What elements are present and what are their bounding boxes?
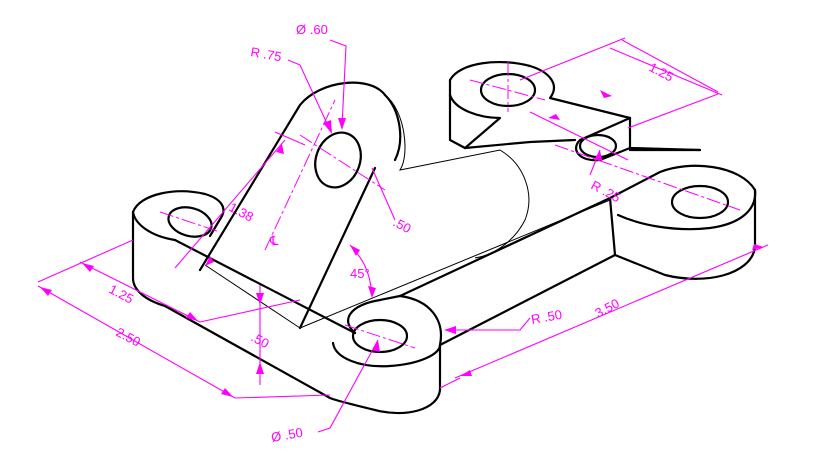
base-front-lobe — [328, 294, 443, 415]
leader-r50 — [450, 317, 531, 331]
hole-right — [670, 184, 730, 220]
dim-dia-50: Ø .50 — [270, 425, 304, 445]
dim-50-vert: .50 — [391, 214, 414, 236]
dim-r-50: R .50 — [530, 307, 563, 327]
leader-dia50 — [317, 339, 379, 433]
arrow-r25 — [594, 150, 602, 160]
support-top-arc — [383, 93, 402, 162]
arrow-r75 — [323, 120, 332, 134]
dim-50-base: .50 — [249, 329, 272, 351]
base-left-top-edge — [131, 210, 177, 242]
dim-dia-60: Ø .60 — [296, 22, 328, 37]
arrow-dia60 — [338, 118, 346, 130]
ext-left-a — [37, 239, 134, 283]
dimline-350 — [454, 244, 769, 379]
arrow-138-top — [276, 144, 284, 154]
base-front-bottom-edge — [163, 304, 332, 400]
base-right-bottom-edge — [438, 253, 617, 347]
base-right-lobe — [608, 164, 757, 280]
base-front-top-edge — [173, 238, 357, 335]
hole-upright — [314, 131, 362, 189]
arrow-r50 — [444, 326, 456, 334]
centerline-front — [344, 324, 416, 349]
base-inner-line — [299, 199, 611, 329]
back-block — [448, 60, 632, 152]
base-left-lobe-top — [131, 190, 225, 238]
arrow-50-base-b — [256, 362, 264, 374]
center-lines — [159, 62, 741, 349]
arrow-350-a — [460, 370, 472, 376]
dim-r-75: R .75 — [249, 44, 282, 64]
ext-350-a — [439, 377, 461, 389]
dim-centerline-symbol: ℄ — [269, 233, 279, 248]
base-right-face-edge — [608, 196, 617, 257]
ext-50-vert — [371, 167, 396, 221]
arrow-50-base-a — [256, 293, 264, 305]
dim-250: 2.50 — [114, 324, 143, 349]
leader-r75 — [287, 59, 331, 131]
dimline-125-top — [621, 39, 719, 93]
centerline-upright — [264, 99, 336, 251]
dimension-text: Ø .60 R .75 1.25 1.38 ℄ .50 45° R .25 1.… — [107, 22, 676, 445]
arrow-250-a — [40, 287, 52, 296]
arrow-45-b — [368, 286, 376, 298]
hole-left — [167, 206, 213, 238]
back-lower-edge — [463, 138, 577, 150]
arrow-138-bottom — [205, 256, 214, 266]
dim-350: 3.50 — [592, 296, 621, 321]
arrow-dia50 — [372, 340, 380, 352]
ext-125-top-c — [627, 93, 719, 129]
back-block-left — [448, 78, 467, 150]
arrow-350-b — [752, 244, 764, 250]
centerline-left — [159, 211, 221, 233]
base-right-lobe-top-curve — [616, 188, 757, 231]
centerline-upright-cross — [299, 134, 386, 191]
ext-250-end — [234, 394, 331, 399]
ext-138 — [274, 131, 306, 146]
arrow-125-inner — [548, 114, 560, 120]
arrow-45-a — [350, 245, 360, 256]
support-front-face-line — [204, 264, 301, 329]
ext-125-top-a — [609, 47, 723, 96]
back-block-step — [448, 93, 502, 150]
support-left-edge — [198, 81, 387, 272]
dim-125-left: 1.25 — [107, 281, 136, 306]
arrow-125-left-b — [186, 312, 198, 321]
arrow-250-b — [221, 388, 233, 397]
leader-dia60 — [329, 39, 347, 127]
centerline-back — [469, 79, 546, 101]
dimension-lines — [37, 37, 769, 433]
base-front-lobe-top-curve — [331, 341, 442, 368]
dim-45: 45° — [350, 266, 370, 281]
dim-125-top: 1.25 — [647, 59, 676, 84]
support-inner-face — [298, 166, 377, 330]
ext-125-top-b — [519, 37, 626, 81]
dimline-125-left — [79, 261, 201, 323]
dimline-250 — [37, 285, 236, 399]
dimline-125-inner — [529, 111, 629, 161]
arrow-125-left-a — [82, 263, 94, 272]
ext-125-end — [199, 299, 301, 323]
back-block-front — [575, 116, 702, 162]
base-left-lobe-side — [131, 210, 167, 308]
dimline-138 — [174, 139, 286, 269]
centerline-right — [554, 144, 741, 211]
object-lines — [131, 60, 757, 415]
arrow-125-inner-b — [600, 90, 612, 98]
